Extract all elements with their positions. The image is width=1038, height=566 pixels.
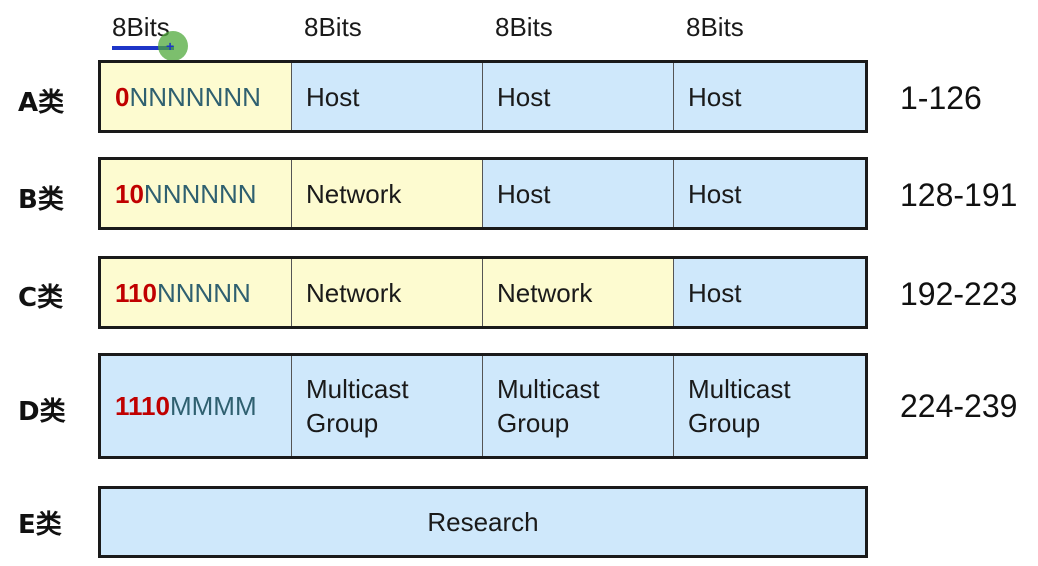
class-b-range: 128-191 (900, 177, 1018, 213)
class-c-label: C类 (18, 283, 64, 313)
prefix-network-bits: NNNNN (156, 277, 251, 308)
class-e-row: Research (98, 486, 868, 558)
class-b-octet-4: Host (674, 160, 865, 227)
bits-header-4: 8Bits (686, 12, 744, 42)
class-c-range: 192-223 (900, 276, 1018, 312)
pen-underline-mark (112, 46, 174, 50)
class-b-octet-2: Network (292, 160, 483, 227)
class-a-label: A类 (18, 88, 65, 118)
prefix-group-bits: MMMM (169, 391, 257, 421)
class-c-octet-4: Host (674, 259, 865, 326)
prefix-network-bits: NNNNNN (143, 178, 257, 209)
class-a-range: 1-126 (900, 80, 982, 116)
class-b-octet-3: Host (483, 160, 674, 227)
prefix-bits: 0 (115, 81, 130, 112)
class-b-label: B类 (18, 185, 64, 215)
bits-header-2: 8Bits (304, 12, 362, 42)
bits-header-3: 8Bits (495, 12, 553, 42)
class-d-octet-2: Multicast Group (292, 356, 483, 456)
class-a-octet-4: Host (674, 63, 865, 130)
crosshair-icon: + (166, 38, 175, 54)
prefix-bits: 10 (115, 178, 144, 209)
class-d-octet-4: Multicast Group (674, 356, 865, 456)
class-d-range: 224-239 (900, 388, 1018, 424)
class-e-label: E类 (18, 510, 62, 540)
class-a-octet-2: Host (292, 63, 483, 130)
class-e-research-cell: Research (101, 489, 865, 555)
class-c-octet-2: Network (292, 259, 483, 326)
mouse-pointer-icon (158, 31, 188, 61)
prefix-network-bits: NNNNNNN (129, 81, 261, 112)
class-c-octet-3: Network (483, 259, 674, 326)
class-d-octet-3: Multicast Group (483, 356, 674, 456)
class-d-label: D类 (18, 397, 66, 427)
prefix-bits: 1110 (115, 391, 170, 421)
class-a-octet-3: Host (483, 63, 674, 130)
prefix-bits: 110 (115, 277, 157, 308)
